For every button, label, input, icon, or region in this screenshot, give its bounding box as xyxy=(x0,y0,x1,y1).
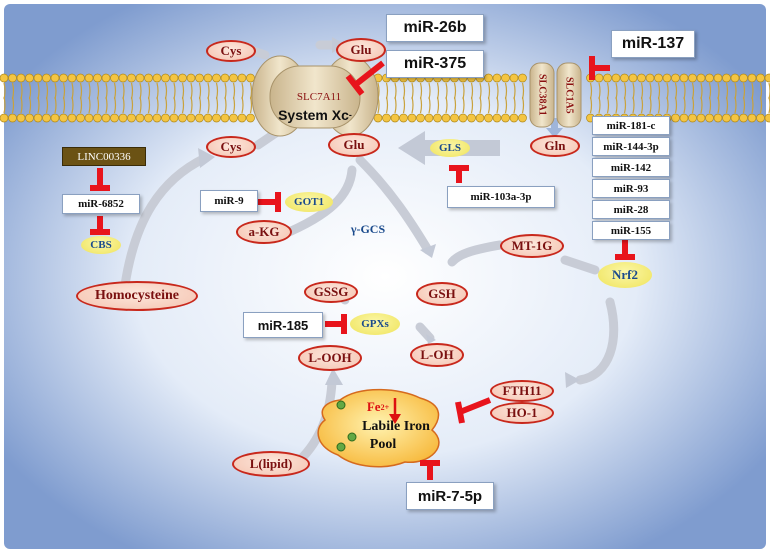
nrf2-protein: Nrf2 xyxy=(598,262,652,288)
mir-103a-3p-box: miR-103a-3p xyxy=(447,186,555,208)
cell-membrane xyxy=(0,73,770,123)
fth11-protein: FTH11 xyxy=(490,380,554,402)
mir-181-c-box: miR-181-c xyxy=(592,116,670,135)
mir-28-box: miR-28 xyxy=(592,200,670,219)
fe-superscript: 2+ xyxy=(380,402,390,412)
cbs-enzyme: CBS xyxy=(81,236,121,254)
mir-7-5p-box: miR-7-5p xyxy=(406,482,494,510)
mir-144-3p-box: miR-144-3p xyxy=(592,137,670,156)
gls-enzyme: GLS xyxy=(430,139,470,157)
mir-26b-box: miR-26b xyxy=(386,14,484,42)
mir-155-box: miR-155 xyxy=(592,221,670,240)
l-lipid-metabolite: L(lipid) xyxy=(232,451,310,477)
cys-intracellular: Cys xyxy=(206,136,256,158)
mt-1g-protein: MT-1G xyxy=(500,234,564,258)
system-xc-transporter xyxy=(251,55,379,137)
gln-metabolite: Gln xyxy=(530,135,580,157)
linc00336-box: LINC00336 xyxy=(62,147,146,166)
gsh-metabolite: GSH xyxy=(416,282,468,306)
slc38a1-label: SLC38A1 xyxy=(536,74,548,116)
slc7a11-label: SLC7A11 xyxy=(296,91,342,103)
got1-enzyme: GOT1 xyxy=(285,192,333,212)
homocysteine-metabolite: Homocysteine xyxy=(76,281,198,311)
ho-1-protein: HO-1 xyxy=(490,402,554,424)
inhibition-lines xyxy=(90,56,635,480)
system-xc-label: System Xc- xyxy=(262,104,368,126)
gpxs-enzyme: GPXs xyxy=(350,313,400,335)
slc1a5-label: SLC1A5 xyxy=(563,76,575,114)
pool-label: Pool xyxy=(369,437,397,452)
labile-iron-label: Labile Iron xyxy=(362,419,430,434)
l-ooh-metabolite: L-OOH xyxy=(298,345,362,371)
mir-6852-box: miR-6852 xyxy=(62,194,140,214)
akg-metabolite: a-KG xyxy=(236,220,292,244)
mir-9-box: miR-9 xyxy=(200,190,258,212)
mir-185-box: miR-185 xyxy=(243,312,323,338)
mir-375-box: miR-375 xyxy=(386,50,484,78)
glu-intracellular: Glu xyxy=(328,133,380,157)
mir-142-box: miR-142 xyxy=(592,158,670,177)
cys-extracellular: Cys xyxy=(206,40,256,62)
l-oh-metabolite: L-OH xyxy=(410,343,464,367)
fe-text: Fe xyxy=(366,399,381,414)
mir-137-box: miR-137 xyxy=(611,30,695,58)
glutamine-transporters xyxy=(529,62,582,128)
gssg-metabolite: GSSG xyxy=(304,281,358,303)
labile-iron-pool-shape xyxy=(317,388,440,468)
glu-extracellular: Glu xyxy=(336,38,386,62)
system-xc-text: System Xc xyxy=(278,107,349,123)
mir-93-box: miR-93 xyxy=(592,179,670,198)
system-xc-superscript: - xyxy=(348,110,352,120)
gamma-gcs-enzyme: γ-GCS xyxy=(350,221,386,236)
